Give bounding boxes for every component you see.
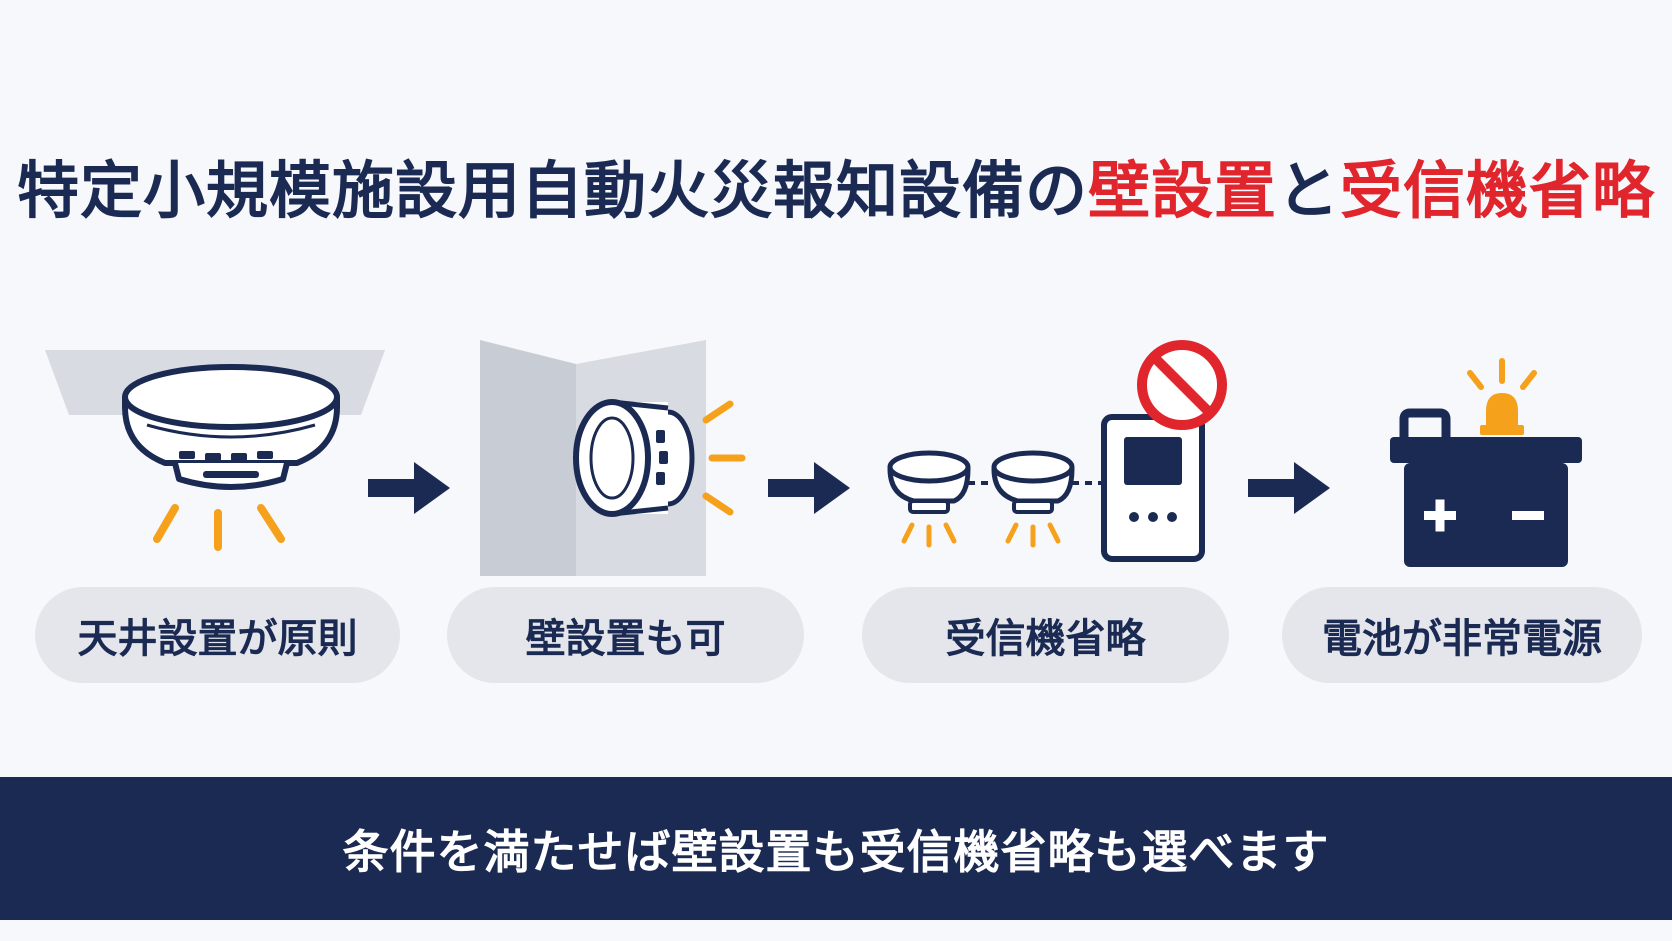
prohibited-icon xyxy=(1137,340,1227,430)
battery-alarm-icon xyxy=(1390,358,1582,567)
ceiling-smoke-detector-icon xyxy=(45,350,385,551)
step-label-wall: 壁設置も可 xyxy=(447,587,804,683)
alarm-rays xyxy=(153,504,285,551)
title-accent-wall: 壁設置 xyxy=(1087,154,1277,227)
step-label-battery: 電池が非常電源 xyxy=(1282,587,1642,683)
alarm-rays xyxy=(901,522,957,548)
arrow-right-icon xyxy=(768,462,850,514)
summary-banner: 条件を満たせば壁設置も受信機省略も選べます xyxy=(0,777,1672,920)
wall-smoke-detector-icon xyxy=(480,340,746,576)
alarm-rays xyxy=(1005,522,1061,548)
arrow-right-icon xyxy=(1248,462,1330,514)
alarm-rays xyxy=(702,400,746,516)
arrow-right-icon xyxy=(368,462,450,514)
detector-body xyxy=(573,399,695,517)
title-connector: と xyxy=(1277,154,1341,227)
step-label-ceiling: 天井設置が原則 xyxy=(35,587,400,683)
detector-left xyxy=(887,450,971,514)
receiver-panel xyxy=(1101,414,1205,562)
step-label-receiver: 受信機省略 xyxy=(862,587,1229,683)
title-accent-receiver: 受信機省略 xyxy=(1340,154,1656,227)
lamp-rays xyxy=(1467,358,1537,390)
detector-right xyxy=(991,450,1075,514)
linked-detectors-no-receiver-icon xyxy=(887,340,1227,562)
title-main: 特定小規模施設用自動火災報知設備の xyxy=(16,154,1088,227)
page-title: 特定小規模施設用自動火災報知設備の壁設置と受信機省略 xyxy=(0,140,1672,230)
detector-body xyxy=(122,364,340,490)
